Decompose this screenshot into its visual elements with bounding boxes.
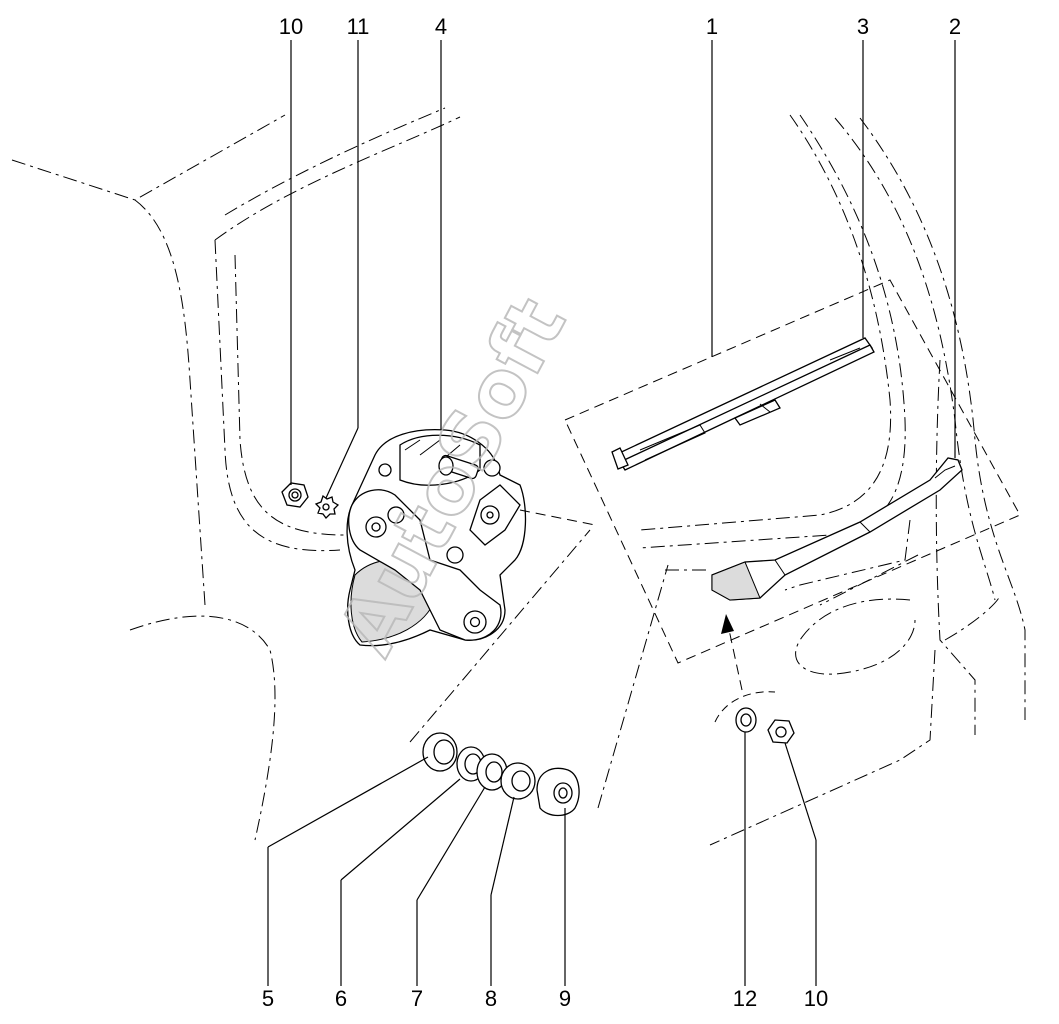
- washer-12: [735, 707, 757, 733]
- callout-10-top: 10: [279, 14, 303, 39]
- nut-9: [536, 767, 580, 817]
- callout-4: 4: [435, 14, 447, 39]
- nut-10-top: [281, 482, 309, 508]
- callout-5: 5: [262, 986, 274, 1011]
- callout-11: 11: [347, 14, 370, 39]
- callout-8: 8: [485, 986, 497, 1011]
- star-washer-11: [314, 494, 340, 519]
- callout-1: 1: [706, 14, 718, 39]
- bushing-8: [500, 762, 536, 800]
- wiper-arm: [711, 457, 963, 601]
- nut-10-bottom: [767, 719, 795, 744]
- leader-lines: [267, 40, 956, 986]
- callout-7: 7: [411, 986, 423, 1011]
- assembly-arrow: [714, 614, 776, 723]
- callout-10-bottom: 10: [804, 986, 828, 1011]
- wiper-motor: [346, 429, 527, 647]
- callout-6: 6: [335, 986, 347, 1011]
- bushing-stack-frame: [409, 509, 669, 809]
- callout-2: 2: [949, 14, 961, 39]
- wiper-blade: [611, 337, 875, 471]
- washer-7: [476, 753, 508, 791]
- callout-9: 9: [559, 986, 571, 1011]
- seal-5: [422, 732, 458, 772]
- vehicle-body-outline: [11, 107, 1026, 846]
- callout-12: 12: [733, 986, 757, 1011]
- callout-3: 3: [857, 14, 869, 39]
